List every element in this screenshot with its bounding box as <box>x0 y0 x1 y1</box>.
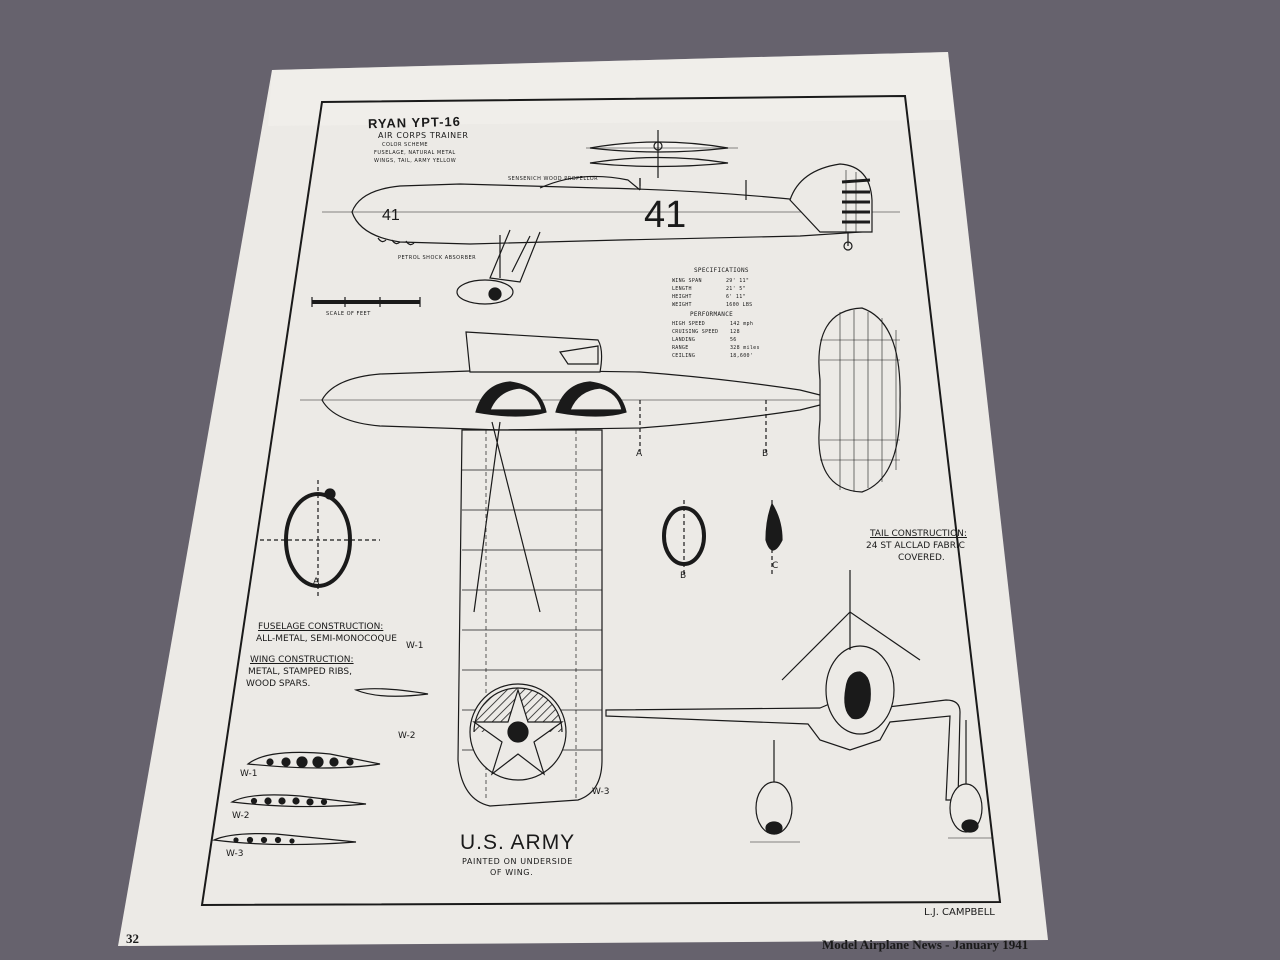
front-view <box>605 570 992 843</box>
plan-view <box>300 307 901 807</box>
section-b <box>662 500 706 576</box>
tail-construction-heading: TAIL CONSTRUCTION: <box>870 529 967 539</box>
army-note-line-2: OF WING. <box>490 868 534 877</box>
airfoil-sections <box>211 751 381 846</box>
section-label-c: C <box>772 561 779 571</box>
section-a <box>260 480 380 596</box>
side-view <box>322 163 900 305</box>
color-scheme-line-3: WINGS, TAIL, ARMY YELLOW <box>374 158 457 164</box>
artist-signature: L.J. CAMPBELL <box>924 907 995 918</box>
fuselage-construction-heading: FUSELAGE CONSTRUCTION: <box>258 622 384 632</box>
scale-label: SCALE OF FEET <box>326 311 371 317</box>
publication-footer: Model Airplane News - January 1941 <box>822 937 1029 952</box>
section-marker-a: A <box>636 449 643 459</box>
propeller-views <box>586 130 738 178</box>
tail-construction-line-2: COVERED. <box>898 553 945 563</box>
airfoil-label-w1: W-1 <box>240 769 258 779</box>
airfoil-label-w2: W-2 <box>232 811 250 821</box>
army-title: U.S. ARMY <box>460 831 576 854</box>
section-c <box>765 500 783 576</box>
drawing-border <box>200 94 1002 907</box>
airfoil-label-w3: W-3 <box>226 849 244 859</box>
plan-title: RYAN YPT-16 <box>367 113 462 132</box>
nose-number: 41 <box>382 207 400 224</box>
page-number: 32 <box>126 931 139 946</box>
fuselage-construction-line: ALL-METAL, SEMI-MONOCOQUE <box>256 634 397 644</box>
plan-subtitle: AIR CORPS TRAINER <box>378 131 469 140</box>
section-label-a: A <box>313 577 320 587</box>
wing-station-w3: W-3 <box>592 787 610 797</box>
specifications-heading: SPECIFICATIONS <box>694 267 749 274</box>
wing-construction-line-2: WOOD SPARS. <box>246 679 311 689</box>
wing-construction-line-1: METAL, STAMPED RIBS, <box>248 667 352 677</box>
propeller-label: SENSENICH WOOD PROPELLOR <box>508 176 599 182</box>
tail-construction-line-1: 24 ST ALCLAD FABRIC <box>866 541 965 551</box>
wing-construction-heading: WING CONSTRUCTION: <box>250 655 354 665</box>
color-scheme-line-2: FUSELAGE, NATURAL METAL <box>374 150 456 156</box>
section-label-b: B <box>680 571 687 581</box>
fuselage-number: 41 <box>644 194 687 236</box>
color-scheme-line-1: COLOR SCHEME <box>382 142 429 148</box>
section-marker-b: B <box>762 449 769 459</box>
wing-station-w1: W-1 <box>406 641 424 651</box>
performance-heading: PERFORMANCE <box>690 311 734 318</box>
scale-bar <box>311 297 421 307</box>
wing-station-w2: W-2 <box>398 731 416 741</box>
army-note-line-1: PAINTED ON UNDERSIDE <box>462 857 573 866</box>
shock-absorber-label: PETROL SHOCK ABSORBER <box>398 255 477 261</box>
aircraft-drawing <box>211 130 992 846</box>
